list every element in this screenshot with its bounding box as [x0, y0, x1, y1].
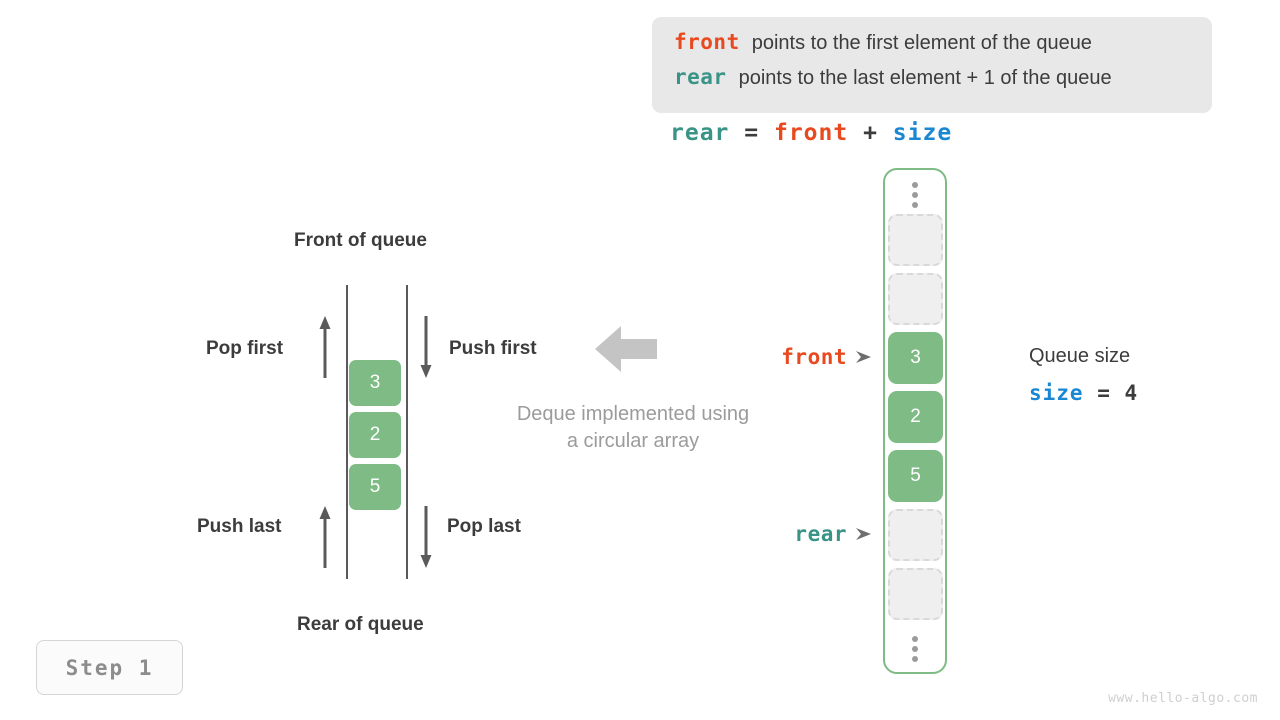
label-pop-last: Pop last [447, 516, 521, 537]
label-push-last: Push last [197, 516, 282, 537]
pointer-rear: rear [700, 522, 872, 546]
deque-cell: 2 [349, 412, 401, 458]
caption-line-1: Deque implemented using [516, 403, 750, 425]
legend-keyword-front: front [674, 30, 740, 54]
arrow-left-transform-icon [595, 326, 657, 372]
formula-lhs: rear [670, 120, 730, 146]
vertical-ellipsis-bottom-icon [912, 636, 918, 662]
deque-cell: 3 [349, 360, 401, 406]
legend-box: front points to the first element of the… [652, 17, 1212, 113]
legend-text-front: points to the first element of the queue [751, 32, 1092, 54]
array-cell: 2 [888, 391, 943, 443]
caption-line-2: a circular array [566, 430, 700, 452]
queue-size-equals: = [1097, 381, 1111, 405]
array-cell [888, 509, 943, 561]
formula-rear-equals-front-plus-size: rear = front + size [670, 120, 952, 146]
deque-rail-right [406, 285, 408, 579]
arrow-up-pop-first-icon [319, 316, 331, 378]
diagram-caption: Deque implemented using a circular array [480, 401, 786, 455]
deque-cell: 5 [349, 464, 401, 510]
pointer-rear-label: rear [794, 522, 847, 546]
arrow-right-head-icon [856, 351, 871, 363]
array-cell [888, 273, 943, 325]
legend-line-rear: rear points to the last element + 1 of t… [674, 65, 1190, 100]
step-badge: Step 1 [36, 640, 183, 695]
pointer-front: front [700, 345, 872, 369]
pointer-front-label: front [781, 345, 847, 369]
array-cell: 5 [888, 450, 943, 502]
queue-size-expression: size = 4 [1029, 381, 1138, 405]
formula-operand-front: front [773, 120, 849, 146]
formula-equals: = [744, 120, 760, 146]
label-pop-first: Pop first [206, 338, 284, 359]
array-cell: 3 [888, 332, 943, 384]
queue-size-var: size [1029, 381, 1084, 405]
deque-rear-of-queue-label: Rear of queue [297, 614, 424, 635]
circular-array-container [883, 168, 947, 674]
arrow-down-pop-last-icon [420, 506, 432, 568]
label-push-first: Push first [449, 338, 537, 359]
vertical-ellipsis-top-icon [912, 182, 918, 208]
legend-line-front: front points to the first element of the… [674, 30, 1190, 65]
arrow-down-push-first-icon [420, 316, 432, 378]
array-cell [888, 568, 943, 620]
queue-size-title: Queue size [1029, 345, 1131, 367]
deque-rail-left [346, 285, 348, 579]
queue-size-value: 4 [1124, 381, 1139, 405]
arrow-up-push-last-icon [319, 506, 331, 568]
formula-operand-size: size [892, 120, 953, 146]
legend-keyword-rear: rear [674, 65, 727, 89]
arrow-right-head-icon [856, 528, 871, 540]
array-cell [888, 214, 943, 266]
formula-plus: + [863, 120, 878, 146]
deque-front-of-queue-label: Front of queue [294, 230, 427, 251]
watermark: www.hello-algo.com [1108, 691, 1258, 706]
legend-text-rear: points to the last element + 1 of the qu… [738, 67, 1112, 89]
